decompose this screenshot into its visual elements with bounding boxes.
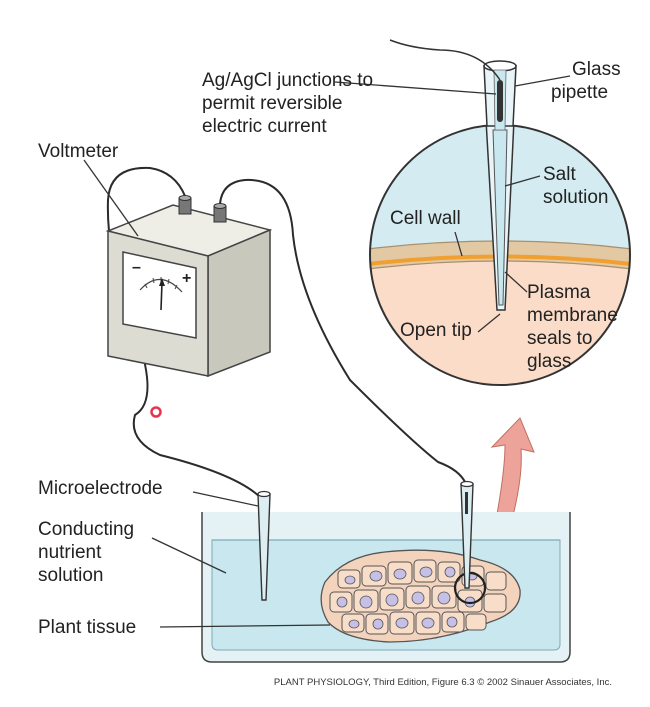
voltmeter-needle bbox=[160, 281, 163, 311]
label-junctions-line1: Ag/AgCl junctions to bbox=[202, 70, 373, 91]
label-plasma-membrane-line3: seals to bbox=[527, 328, 592, 349]
ag-agcl-wire bbox=[497, 80, 503, 122]
wire-right bbox=[219, 178, 467, 485]
leader-cell-wall bbox=[454, 231, 463, 257]
voltmeter: – + bbox=[105, 195, 273, 378]
label-voltmeter: Voltmeter bbox=[38, 141, 119, 162]
label-junctions-line2: permit reversible bbox=[202, 93, 342, 114]
leader-plasma-membrane bbox=[504, 271, 528, 293]
leader-open-tip bbox=[477, 313, 501, 333]
label-salt-solution-line1: Salt bbox=[543, 164, 576, 185]
leader-junctions bbox=[334, 81, 497, 95]
leader-voltmeter bbox=[83, 159, 139, 237]
meter-minus-sign: – bbox=[132, 259, 141, 276]
figure-credit: PLANT PHYSIOLOGY, Third Edition, Figure … bbox=[274, 677, 612, 688]
meter-plus-sign: + bbox=[182, 270, 191, 287]
label-salt-solution-line2: solution bbox=[543, 187, 609, 208]
label-plant-tissue: Plant tissue bbox=[38, 617, 136, 638]
leader-plant-tissue bbox=[159, 624, 331, 628]
magnified-view bbox=[369, 39, 631, 386]
tissue-cell bbox=[465, 613, 487, 631]
label-plasma-membrane-line1: Plasma bbox=[527, 282, 591, 303]
label-conducting-line2: nutrient bbox=[38, 542, 102, 563]
label-glass-pipette-line2: pipette bbox=[551, 82, 608, 103]
voltmeter-side bbox=[207, 228, 271, 378]
label-plasma-membrane-line2: membrane bbox=[527, 305, 618, 326]
tissue-cell bbox=[483, 593, 507, 613]
leader-lines bbox=[83, 75, 571, 628]
voltmeter-display bbox=[122, 251, 197, 339]
needle-tip bbox=[159, 278, 165, 286]
label-microelectrode: Microelectrode bbox=[38, 478, 163, 499]
cell-cytoplasm bbox=[370, 241, 630, 385]
electrode-wire bbox=[465, 492, 468, 514]
leader-conducting-solution bbox=[151, 537, 227, 574]
label-glass-pipette-line1: Glass bbox=[572, 59, 621, 80]
leader-microelectrode bbox=[192, 491, 259, 507]
label-cell-wall: Cell wall bbox=[390, 208, 461, 229]
red-dot bbox=[150, 406, 162, 418]
tissue-cell bbox=[485, 571, 507, 591]
leader-salt-solution bbox=[504, 175, 541, 187]
label-conducting-line3: solution bbox=[38, 565, 104, 586]
pipette-wire bbox=[389, 39, 501, 81]
label-junctions-line3: electric current bbox=[202, 116, 327, 137]
label-open-tip: Open tip bbox=[400, 320, 472, 341]
label-conducting-line1: Conducting bbox=[38, 519, 134, 540]
plant-tissue bbox=[320, 549, 521, 643]
leader-glass-pipette bbox=[514, 75, 571, 87]
label-plasma-membrane-line4: glass bbox=[527, 351, 571, 372]
